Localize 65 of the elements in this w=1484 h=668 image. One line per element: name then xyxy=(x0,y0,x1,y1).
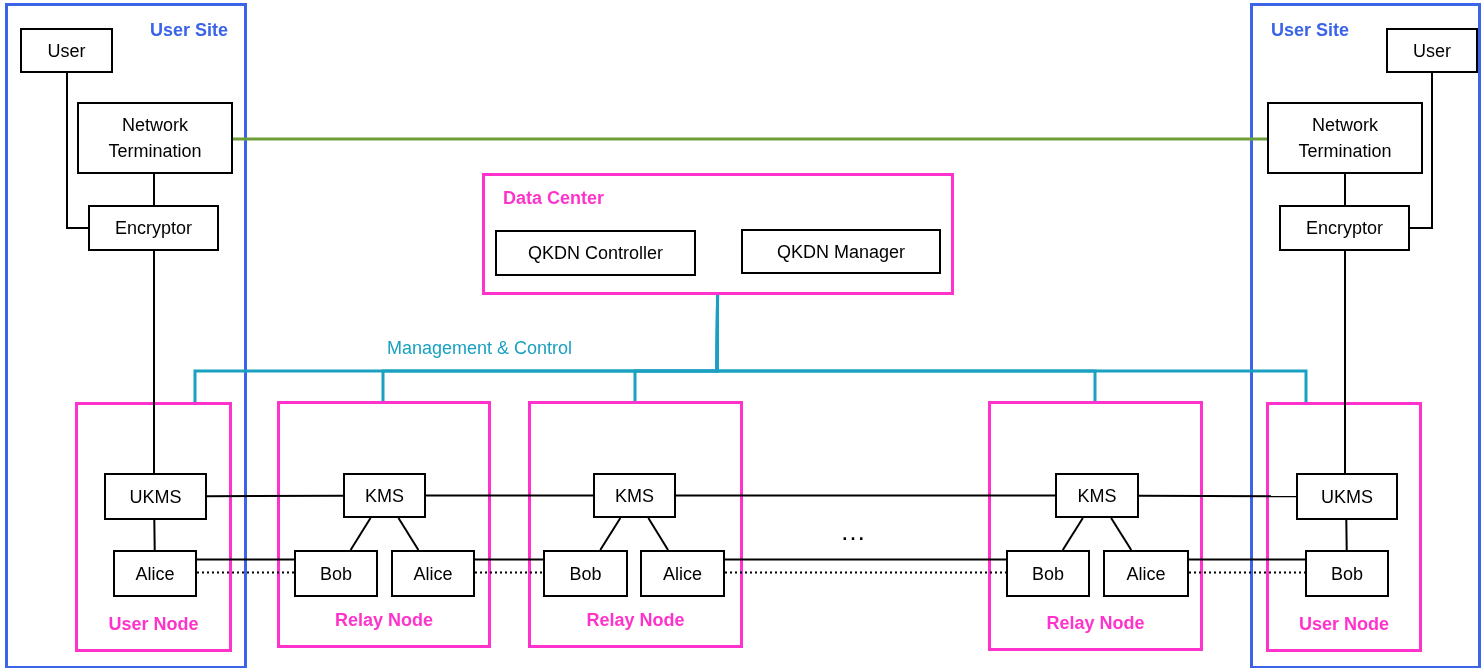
connector-line xyxy=(397,517,420,551)
ellipsis-text: … xyxy=(840,516,868,547)
user-node-container xyxy=(75,402,232,652)
connector-line xyxy=(1344,250,1346,474)
connector-line xyxy=(1344,173,1346,206)
relay-node-container xyxy=(988,401,1203,651)
connector-line xyxy=(66,72,89,229)
component-box: Network Termination xyxy=(1267,102,1423,174)
connector-line xyxy=(425,494,594,497)
component-box: Bob xyxy=(1006,550,1090,597)
relay-node-container xyxy=(277,401,491,648)
component-box: Alice xyxy=(640,550,725,597)
component-box: Encryptor xyxy=(88,205,219,251)
connector-line xyxy=(474,558,544,561)
connector-line xyxy=(1409,72,1433,229)
component-box: Bob xyxy=(294,550,378,597)
component-box: KMS xyxy=(343,473,426,518)
container-title: Data Center xyxy=(503,188,605,209)
component-box: UKMS xyxy=(1296,473,1398,520)
container-title: Relay Node xyxy=(585,610,686,631)
connector-line xyxy=(153,250,155,474)
dotted-connector xyxy=(196,571,295,574)
connector-line xyxy=(1188,558,1306,561)
component-box: Bob xyxy=(543,550,628,597)
component-box: User xyxy=(1386,28,1478,73)
component-box: UKMS xyxy=(104,473,207,520)
connector-line xyxy=(1345,519,1348,551)
container-title: Relay Node xyxy=(1045,613,1146,634)
connector-line xyxy=(1138,494,1297,498)
connector-line xyxy=(647,517,670,551)
component-box: QKDN Manager xyxy=(741,229,941,274)
connector-line xyxy=(1110,517,1133,551)
user-site-container xyxy=(5,3,247,668)
component-box: KMS xyxy=(1055,473,1139,518)
container-title: User Site xyxy=(149,20,228,41)
dotted-connector xyxy=(474,571,544,574)
connector-line xyxy=(153,173,155,206)
connector-line xyxy=(233,137,1267,141)
connector-line xyxy=(206,494,344,498)
relay-node-container xyxy=(528,401,743,648)
data-center-container xyxy=(482,173,954,295)
edge-label: Management & Control xyxy=(387,338,573,359)
component-box: User xyxy=(20,28,113,73)
user-site-container xyxy=(1250,3,1481,668)
connector-line xyxy=(196,558,295,561)
connector-line xyxy=(675,494,1056,497)
connector-line xyxy=(1061,517,1084,551)
connector-line xyxy=(715,295,1308,402)
connector-line xyxy=(153,519,156,551)
container-title: User Node xyxy=(1298,614,1390,635)
component-box: Alice xyxy=(1103,550,1189,597)
connector-line xyxy=(724,558,1007,561)
component-box: Network Termination xyxy=(77,102,233,174)
container-title: Relay Node xyxy=(333,610,434,631)
component-box: KMS xyxy=(593,473,676,518)
component-box: Alice xyxy=(113,550,197,597)
container-title: User Node xyxy=(107,614,200,635)
component-box: Alice xyxy=(391,550,475,597)
component-box: Bob xyxy=(1305,550,1389,597)
connector-line xyxy=(599,517,622,551)
connector-line xyxy=(349,517,372,551)
component-box: Encryptor xyxy=(1279,205,1410,251)
container-title: User Site xyxy=(1271,20,1350,41)
user-node-container xyxy=(1266,402,1422,652)
component-box: QKDN Controller xyxy=(495,230,696,276)
